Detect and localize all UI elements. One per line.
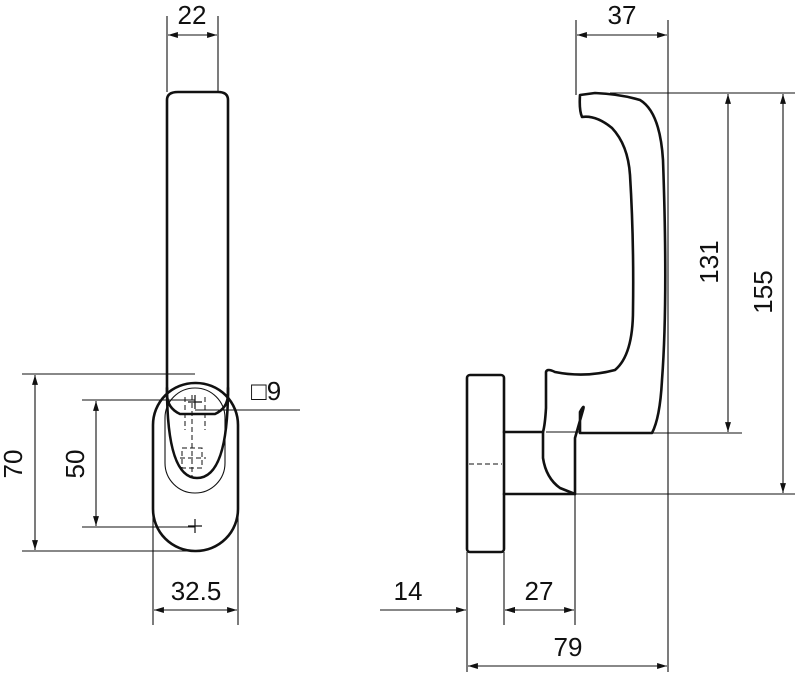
dim-label-27: 27: [525, 576, 554, 606]
side-rose-outline: [465, 373, 506, 554]
dim-label-22: 22: [178, 0, 207, 30]
dim-side-neck-length: 27: [505, 494, 576, 625]
dim-side-height-lever: 131: [610, 92, 795, 434]
lever-outline: [165, 90, 230, 416]
rose-plate-outline: [151, 381, 240, 553]
boss-outline: [164, 387, 226, 494]
dim-label-square-9: □9: [251, 376, 281, 406]
dim-front-height-overall: 70: [0, 373, 195, 552]
dim-side-depth-overall: 79: [468, 95, 669, 672]
dim-side-height-overall: 155: [575, 94, 795, 495]
dim-label-37: 37: [608, 0, 637, 30]
dim-square-spindle: □9: [195, 376, 300, 411]
dim-front-hole-spacing: 50: [60, 399, 195, 528]
dim-label-79: 79: [554, 632, 583, 662]
side-neck-outline: [502, 430, 577, 496]
dim-label-155: 155: [748, 270, 778, 313]
dim-label-32-5: 32.5: [171, 576, 222, 606]
side-lever-outline: [541, 91, 667, 496]
front-view: 22 70 50 □9 32.5: [0, 0, 300, 625]
dim-label-14: 14: [394, 576, 423, 606]
dim-front-width-top: 22: [166, 0, 219, 92]
screw-center-bottom: [188, 519, 202, 533]
dim-side-depth-top: 37: [575, 0, 669, 95]
dim-side-rose-thickness: 14: [380, 552, 518, 672]
dim-front-width-base: 32.5: [152, 470, 239, 625]
dim-label-50: 50: [60, 450, 90, 479]
side-view: 37 131 155 14 27: [380, 0, 795, 672]
dim-label-131: 131: [694, 240, 724, 283]
dim-label-70: 70: [0, 450, 28, 479]
screw-center-top: [188, 395, 202, 409]
